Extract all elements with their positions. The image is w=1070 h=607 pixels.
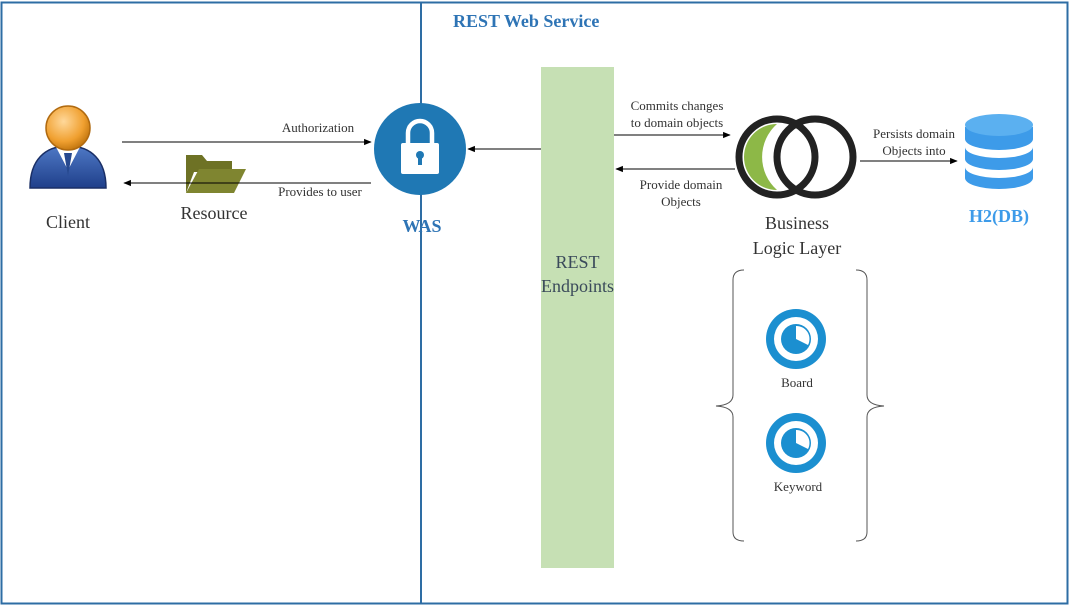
folder-open-icon bbox=[186, 155, 246, 193]
rest-label-line2: Endpoints bbox=[541, 276, 614, 296]
database-icon bbox=[965, 114, 1033, 189]
rest-endpoints-band bbox=[541, 67, 614, 568]
business-label-line2: Logic Layer bbox=[753, 238, 841, 258]
resource-label: Resource bbox=[181, 203, 248, 223]
rest-label-line1: REST bbox=[555, 252, 599, 272]
authorization-label: Authorization bbox=[282, 120, 355, 135]
persists-label-line1: Persists domain bbox=[873, 126, 955, 141]
user-icon bbox=[29, 105, 107, 189]
interlocking-rings-icon bbox=[735, 115, 857, 199]
db-label: H2(DB) bbox=[969, 206, 1029, 227]
client-label: Client bbox=[46, 212, 90, 232]
module-board-label: Board bbox=[781, 375, 813, 390]
right-brace bbox=[855, 269, 885, 542]
region-title: REST Web Service bbox=[453, 11, 599, 31]
lock-icon bbox=[374, 103, 466, 195]
persists-label-line2: Objects into bbox=[882, 143, 945, 158]
commits-label-line1: Commits changes bbox=[631, 98, 724, 113]
module-keyword-label: Keyword bbox=[774, 479, 823, 494]
pie-chart-icon bbox=[766, 413, 826, 473]
provides-to-user-label: Provides to user bbox=[278, 184, 362, 199]
left-brace bbox=[715, 269, 745, 542]
business-label-line1: Business bbox=[765, 213, 829, 233]
provide-label-line1: Provide domain bbox=[640, 177, 723, 192]
was-label: WAS bbox=[402, 216, 441, 236]
commits-label-line2: to domain objects bbox=[631, 115, 723, 130]
provide-label-line2: Objects bbox=[661, 194, 701, 209]
pie-chart-icon bbox=[766, 309, 826, 369]
